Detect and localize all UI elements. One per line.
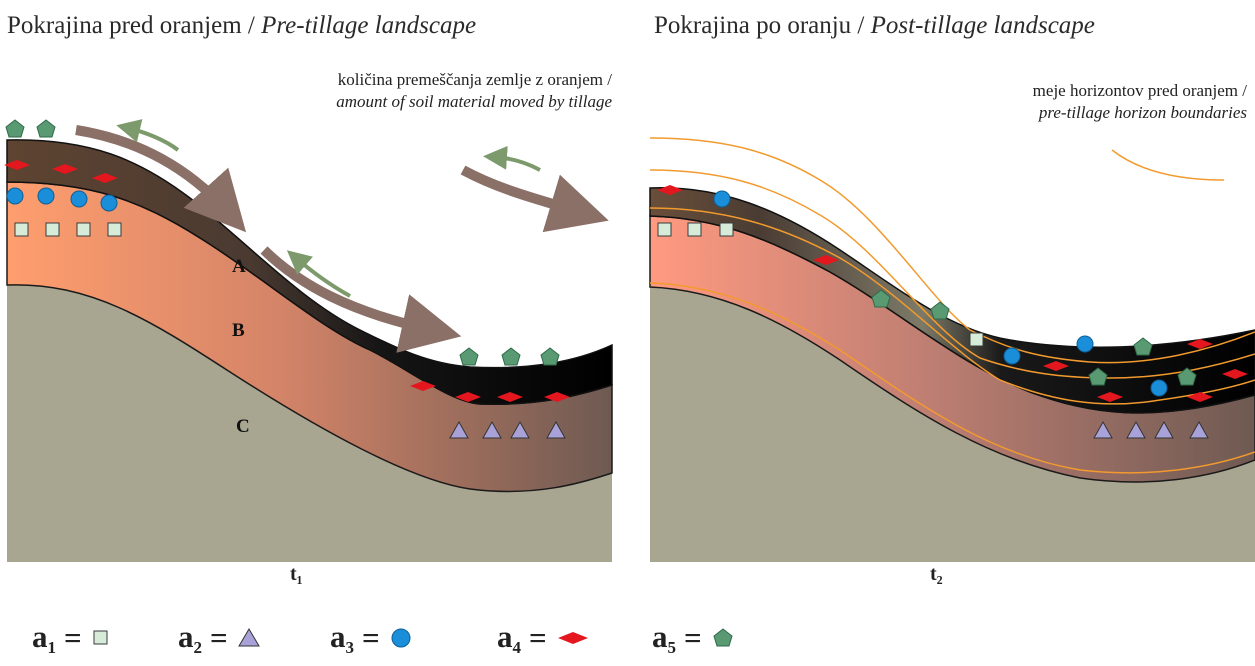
- time-label-t2: t₂: [930, 563, 943, 585]
- tillage-arrow-small-1: [116, 119, 180, 152]
- circle-icon: [391, 628, 411, 648]
- right-note-line2: pre-tillage horizon boundaries: [1038, 103, 1247, 122]
- left-horizon-C: [7, 284, 612, 562]
- left-note: količina premeščanja zemlje z oranjem / …: [336, 69, 612, 113]
- right-squares: [657, 222, 984, 347]
- right-title-italic: Post-tillage landscape: [870, 12, 1095, 39]
- legend-a2-label: a2: [178, 618, 202, 657]
- right-note: meje horizontov pred oranjem / pre-tilla…: [1033, 80, 1247, 124]
- horizon-label-B: B: [232, 320, 245, 341]
- legend-a2-eq: =: [210, 620, 228, 655]
- tillage-arrow-small-3: [483, 145, 541, 172]
- legend-a5-label: a5: [652, 618, 676, 657]
- left-panel-title: Pokrajina pred oranjem / Pre-tillage lan…: [7, 12, 476, 40]
- legend-a3: a3 =: [330, 616, 414, 660]
- right-horizon-C: [650, 287, 1255, 562]
- right-triangles: [1093, 420, 1209, 439]
- diamond-icon: [557, 632, 588, 644]
- left-pentagons: [5, 119, 560, 366]
- left-diamonds: [4, 160, 570, 402]
- legend-a1: a1 =: [32, 616, 112, 660]
- tillage-arrow-large-1: [75, 125, 247, 233]
- time-label-t1: t₁: [290, 563, 303, 585]
- legend-a3-label: a3: [330, 618, 354, 657]
- legend-a5: a5 =: [652, 616, 736, 660]
- right-title-main: Pokrajina po oranju /: [654, 12, 871, 39]
- right-panel-title: Pokrajina po oranju / Post-tillage lands…: [654, 12, 1095, 40]
- tillage-arrow-large-3: [460, 165, 609, 233]
- left-note-line1: količina premeščanja zemlje z oranjem /: [337, 70, 612, 89]
- boundary-legend-line: [1111, 149, 1225, 181]
- pre-tillage-boundaries: [649, 137, 1255, 474]
- square-icon: [93, 630, 108, 645]
- legend-a4-label: a4: [497, 618, 521, 657]
- legend-a4-eq: =: [529, 620, 547, 655]
- right-panel: [649, 137, 1255, 562]
- tillage-arrow-large-2: [260, 246, 462, 353]
- legend-a3-eq: =: [362, 620, 380, 655]
- tillage-arrow-small-2: [286, 250, 351, 298]
- horizon-label-A: A: [232, 256, 246, 277]
- right-note-line1: meje horizontov pred oranjem /: [1032, 81, 1247, 100]
- left-circles: [6, 187, 118, 212]
- legend-a1-label: a1: [32, 618, 56, 657]
- triangle-icon: [237, 628, 260, 647]
- left-note-line2: amount of soil material moved by tillage: [336, 92, 612, 111]
- legend-a2: a2 =: [178, 616, 262, 660]
- pentagon-icon: [713, 628, 733, 647]
- left-panel: A B C: [4, 119, 613, 562]
- right-diamonds: [657, 185, 1248, 402]
- right-circles: [713, 190, 1168, 397]
- left-title-italic: Pre-tillage landscape: [261, 12, 477, 39]
- left-triangles: [449, 420, 566, 439]
- left-squares: [14, 222, 122, 237]
- legend-a1-eq: =: [64, 620, 82, 655]
- legend-a5-eq: =: [684, 620, 702, 655]
- right-horizon-A: [649, 187, 1255, 414]
- left-title-main: Pokrajina pred oranjem /: [7, 12, 262, 39]
- legend-a4: a4 =: [497, 616, 591, 660]
- horizon-label-C: C: [236, 416, 250, 437]
- right-pentagons: [871, 289, 1197, 386]
